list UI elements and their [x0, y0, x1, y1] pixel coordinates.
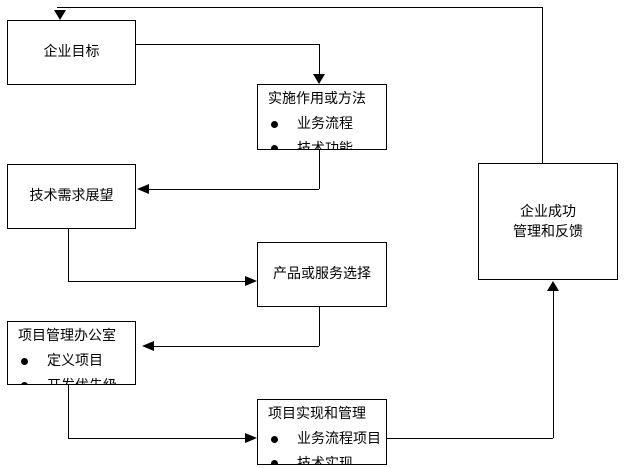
list-item-label: 业务流程 [297, 115, 353, 132]
box-enterprise-success-feedback-label: 企业成功 管理和反馈 [513, 202, 583, 242]
arrowhead-right-icon [245, 433, 257, 443]
box-product-service-selection: 产品或服务选择 [257, 242, 387, 307]
list-item: 定义项目 [18, 353, 131, 370]
connector-product-to-pmo-vertical [319, 307, 320, 346]
arrowhead-left-icon [137, 184, 149, 194]
list-item: 业务流程 [268, 116, 382, 133]
list-item-label: 业务流程项目 [297, 430, 381, 447]
arrowhead-right-icon [245, 276, 257, 286]
connector-goal-to-method-vertical [319, 44, 320, 74]
list-item-label: 技术功能 [297, 140, 353, 150]
connector-product-to-pmo-horizontal [154, 346, 319, 347]
box-tech-requirement-outlook: 技术需求展望 [7, 164, 136, 229]
connector-goal-to-method-horizontal [136, 44, 319, 45]
connector-pmo-to-implementation-vertical [68, 385, 69, 438]
list-item: 业务流程项目 [268, 431, 382, 448]
box-implementation-method: 实施作用或方法 业务流程 技术功能 [257, 84, 387, 150]
bullet-icon [21, 357, 28, 365]
box-product-service-selection-label: 产品或服务选择 [273, 266, 371, 283]
bullet-icon [21, 382, 28, 384]
box-tech-requirement-outlook-label: 技术需求展望 [29, 188, 114, 205]
label-line-2: 管理和反馈 [513, 223, 583, 240]
arrowhead-down-icon [54, 10, 66, 20]
label-line-1: 企业成功 [520, 203, 576, 220]
box-project-implementation-management: 项目实现和管理 业务流程项目 技术实现 [257, 399, 387, 465]
bullet-icon [271, 435, 278, 443]
box-project-management-office-title: 项目管理办公室 [18, 328, 116, 344]
connector-pmo-to-implementation-horizontal [68, 438, 245, 439]
connector-method-to-outlook-vertical [319, 150, 320, 189]
connector-implementation-to-success-vertical [553, 291, 554, 438]
connector-method-to-outlook-horizontal [149, 189, 319, 190]
list-item: 技术功能 [268, 140, 382, 150]
box-enterprise-success-feedback: 企业成功 管理和反馈 [478, 163, 618, 280]
arrowhead-up-icon [547, 281, 559, 291]
connector-implementation-to-success-horizontal [387, 438, 553, 439]
list-item: 开发优先级 [18, 378, 131, 384]
connector-outlook-to-product-vertical [68, 229, 69, 281]
connector-outlook-to-product-horizontal [68, 281, 245, 282]
bullet-icon [271, 460, 278, 464]
bullet-icon [271, 120, 278, 128]
list-item: 技术实现 [268, 455, 382, 465]
box-implementation-method-title: 实施作用或方法 [268, 91, 366, 107]
connector-success-to-goal-vertical [542, 7, 543, 163]
list-item-label: 定义项目 [47, 352, 103, 369]
box-project-management-office: 项目管理办公室 定义项目 开发优先级 [7, 321, 136, 385]
list-item-label: 开发优先级 [47, 378, 117, 384]
box-enterprise-goal: 企业目标 [7, 20, 136, 85]
connector-success-to-goal-horizontal [57, 7, 542, 8]
arrowhead-left-icon [142, 341, 154, 351]
box-enterprise-goal-label: 企业目标 [43, 44, 100, 61]
bullet-icon [271, 145, 278, 149]
list-item-label: 技术实现 [297, 455, 353, 465]
arrowhead-down-icon [313, 74, 325, 84]
box-project-implementation-management-title: 项目实现和管理 [268, 406, 366, 422]
